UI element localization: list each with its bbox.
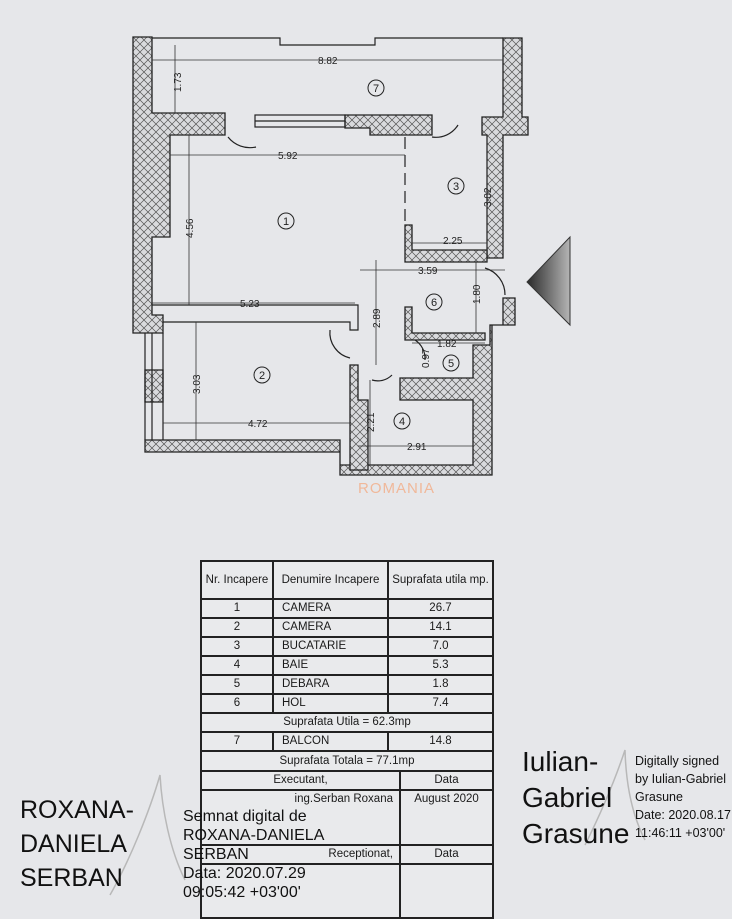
row-name: BAIE <box>272 655 389 676</box>
receptionat-data-label: Data <box>399 844 494 865</box>
row-area: 5.3 <box>387 655 494 676</box>
dim-storage-width: 1.82 <box>437 339 457 350</box>
room-number-5: 5 <box>448 358 454 370</box>
meta-line: Semnat digital de <box>183 808 307 825</box>
name-line: ROXANA- <box>20 796 134 824</box>
signature-stroke-left <box>109 774 186 896</box>
watermark: ROMANIA <box>358 480 436 497</box>
room-number-4: 4 <box>399 416 405 428</box>
row-nr: 6 <box>200 693 274 714</box>
header-area: Suprafata utila mp. <box>387 560 494 600</box>
header-nr: Nr. Incapere <box>200 560 274 600</box>
signer-right-meta: Digitally signed by Iulian-Gabriel Grasu… <box>635 752 731 842</box>
row-name: DEBARA <box>272 674 389 695</box>
row-nr: 7 <box>200 731 274 752</box>
executant-label: Executant, <box>200 770 401 791</box>
dim-room1-lower-width: 5.23 <box>240 299 260 310</box>
row-area: 7.4 <box>387 693 494 714</box>
dim-hall-depth: 1.80 <box>472 284 483 304</box>
meta-line: 11:46:11 +03'00' <box>635 826 726 840</box>
signer-left-name: ROXANA- DANIELA SERBAN <box>20 793 134 895</box>
row-name: HOL <box>272 693 389 714</box>
floor-plan: 8.82 1.73 5.92 4.56 5.23 3.02 2.25 3.59 … <box>132 36 571 476</box>
executant-date: August 2020 <box>399 789 494 846</box>
row-area: 1.8 <box>387 674 494 695</box>
room-number-1: 1 <box>283 216 289 228</box>
room-number-3: 3 <box>453 181 459 193</box>
dim-room1-depth: 4.56 <box>185 218 196 238</box>
signer-left-meta: Semnat digital de ROXANA-DANIELA SERBAN … <box>183 807 324 902</box>
walls <box>132 36 529 476</box>
dim-balcony-width: 8.82 <box>318 56 338 67</box>
meta-line: SERBAN <box>183 846 249 863</box>
dim-hall-length: 2.89 <box>372 308 383 328</box>
meta-line: Data: 2020.07.29 <box>183 865 306 882</box>
row-area: 26.7 <box>387 598 494 619</box>
meta-line: Grasune <box>635 790 683 804</box>
name-line: Iulian- <box>522 746 599 777</box>
room-numbers: 1 2 3 4 5 6 7 <box>259 83 459 428</box>
dim-room3-depth: 3.02 <box>483 187 494 207</box>
entrance-marker-icon <box>526 235 571 327</box>
dim-hall-width: 3.59 <box>418 266 438 277</box>
meta-line: Date: 2020.08.17 <box>635 808 731 822</box>
dim-bath-depth: 2.21 <box>366 412 377 432</box>
signer-right-name: Iulian- Gabriel Grasune <box>522 744 629 852</box>
dim-room2-depth: 3.03 <box>192 374 203 394</box>
row-nr: 5 <box>200 674 274 695</box>
dimension-labels: 8.82 1.73 5.92 4.56 5.23 3.02 2.25 3.59 … <box>173 56 494 453</box>
name-line: SERBAN <box>20 864 123 892</box>
receptionat-date-cell <box>399 863 494 919</box>
name-line: DANIELA <box>20 830 127 858</box>
row-area: 14.1 <box>387 617 494 638</box>
row-name: CAMERA <box>272 598 389 619</box>
dim-room1-width: 5.92 <box>278 151 298 162</box>
dim-bath-width: 2.91 <box>407 442 427 453</box>
room-number-7: 7 <box>373 83 379 95</box>
executant-name: ing.Serban Roxana <box>200 789 401 846</box>
meta-line: by Iulian-Gabriel <box>635 772 727 786</box>
meta-line: Digitally signed <box>635 754 720 768</box>
row-name: BALCON <box>272 731 389 752</box>
dim-room2-width: 4.72 <box>248 419 268 430</box>
dim-balcony-depth: 1.73 <box>173 72 184 92</box>
row-nr: 1 <box>200 598 274 619</box>
name-line: Gabriel <box>522 782 613 813</box>
header-name: Denumire Incapere <box>272 560 389 600</box>
meta-line: ROXANA-DANIELA <box>183 827 325 844</box>
dim-room3-width: 2.25 <box>443 236 463 247</box>
receptionat-label: Receptionat, <box>200 844 401 865</box>
meta-line: 09:05:42 +03'00' <box>183 884 301 901</box>
row-nr: 3 <box>200 636 274 657</box>
row-area: 14.8 <box>387 731 494 752</box>
plan-lines <box>144 37 506 440</box>
signature-stroke-right <box>584 749 646 846</box>
data-label: Data <box>399 770 494 791</box>
row-nr: 4 <box>200 655 274 676</box>
receptionat-cell <box>200 863 401 919</box>
room-markers <box>253 79 465 430</box>
room-area-table: Nr. Incapere Denumire Incapere Suprafata… <box>200 560 494 919</box>
row-name: CAMERA <box>272 617 389 638</box>
name-line: Grasune <box>522 818 630 849</box>
dim-storage-depth: 0.97 <box>421 348 432 368</box>
useful-total: Suprafata Utila = 62.3mp <box>200 712 494 733</box>
grand-total: Suprafata Totala = 77.1mp <box>200 750 494 772</box>
row-area: 7.0 <box>387 636 494 657</box>
row-nr: 2 <box>200 617 274 638</box>
room-number-2: 2 <box>259 370 265 382</box>
dimension-lines <box>152 45 505 465</box>
row-name: BUCATARIE <box>272 636 389 657</box>
room-number-6: 6 <box>431 297 437 309</box>
